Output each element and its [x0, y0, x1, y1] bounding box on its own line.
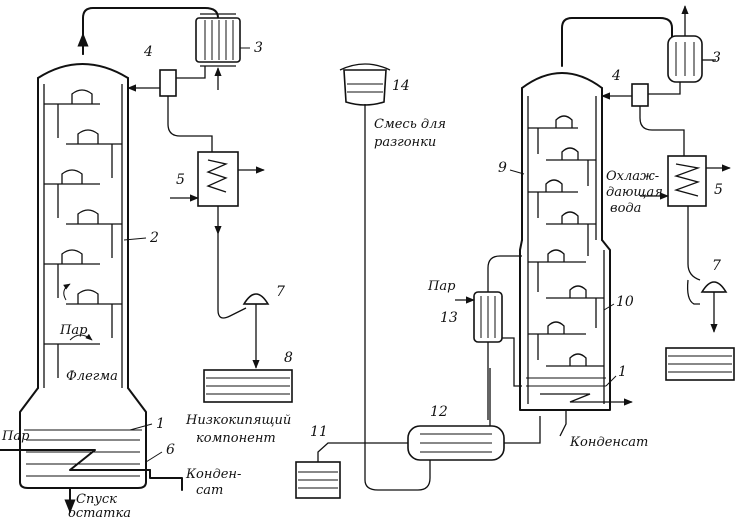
- num-11: 11: [310, 424, 328, 440]
- label-cool-1: Охлаж-: [606, 169, 659, 184]
- label-par-inner: Пар: [59, 323, 88, 338]
- left-receiver-8: [203, 369, 293, 403]
- label-mix-1: Смесь для: [374, 117, 446, 132]
- num-1-left: 1: [156, 416, 165, 432]
- label-kondensat-right: Конденсат: [569, 435, 648, 450]
- num-10: 10: [616, 294, 634, 310]
- num-4-left: 4: [143, 44, 153, 60]
- label-spusk-1: Спуск: [76, 492, 117, 507]
- label-cool-2: дающая: [606, 185, 663, 200]
- number-labels: 1 2 3 4 5 6 7 8 14 11 12 13 9 10 1 3 4 5…: [123, 40, 723, 463]
- text-labels: Пар Пар Флегма Спуск остатка Конден- сат…: [1, 117, 663, 518]
- num-14: 14: [392, 78, 410, 94]
- right-column: [519, 72, 611, 411]
- num-2: 2: [149, 230, 159, 246]
- right-condenser-3: [667, 35, 703, 83]
- num-8: 8: [284, 350, 293, 366]
- left-plates: [44, 89, 122, 378]
- label-low-boil-2: компонент: [196, 431, 276, 446]
- label-par-right: Пар: [427, 279, 456, 294]
- feed-tank-14: [339, 63, 391, 106]
- num-7-left: 7: [276, 284, 285, 300]
- num-3-left: 3: [254, 40, 263, 56]
- right-cooler-5: [667, 155, 707, 207]
- right-receiver: [665, 347, 735, 381]
- receiver-11: [295, 461, 341, 499]
- label-konden-1: Конден-: [185, 467, 241, 482]
- left-condenser-3: [195, 13, 241, 67]
- heat-exchanger-12: [407, 425, 505, 461]
- num-3-right: 3: [712, 50, 721, 66]
- num-12: 12: [430, 404, 448, 420]
- label-spusk-2: остатка: [68, 506, 131, 518]
- num-4-right: 4: [611, 68, 621, 84]
- feed-heater-13: [473, 291, 503, 343]
- num-5-right: 5: [714, 182, 723, 198]
- label-low-boil-1: Низкокипящий: [185, 413, 291, 428]
- label-konden-2: сат: [196, 483, 223, 498]
- num-9: 9: [498, 160, 507, 176]
- num-6: 6: [166, 442, 175, 458]
- label-flegma: Флегма: [66, 369, 118, 384]
- num-13: 13: [440, 310, 458, 326]
- num-1-right: 1: [618, 364, 627, 380]
- left-column: [0, 63, 183, 514]
- label-mix-2: разгонки: [374, 135, 436, 150]
- num-7-right: 7: [712, 258, 721, 274]
- label-par-left: Пар: [1, 429, 30, 444]
- num-5-left: 5: [176, 172, 185, 188]
- label-cool-3: вода: [610, 201, 641, 216]
- left-cooler-5: [197, 151, 239, 207]
